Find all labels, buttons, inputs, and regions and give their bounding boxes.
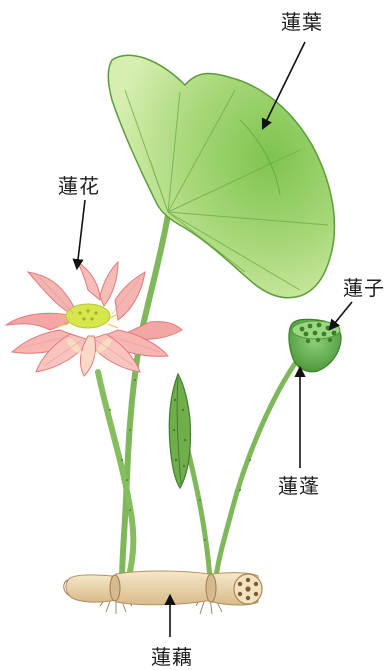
- lotus-rhizome: [64, 571, 262, 614]
- arrow-flower: [77, 200, 85, 268]
- leaf-stem: [122, 215, 168, 580]
- label-seedpod: 蓮蓬: [278, 470, 320, 499]
- flower-receptacle: [66, 304, 110, 328]
- bud-stem: [186, 442, 210, 578]
- arrow-seed: [330, 302, 352, 329]
- label-rhizome: 蓮藕: [151, 641, 193, 670]
- label-flower: 蓮花: [58, 170, 100, 199]
- label-leaf: 蓮葉: [281, 6, 323, 35]
- label-seed: 蓮子: [343, 272, 385, 301]
- lotus-seedpod: [289, 319, 341, 371]
- lotus-leaf: [108, 55, 334, 297]
- lotus-bud: [169, 374, 190, 488]
